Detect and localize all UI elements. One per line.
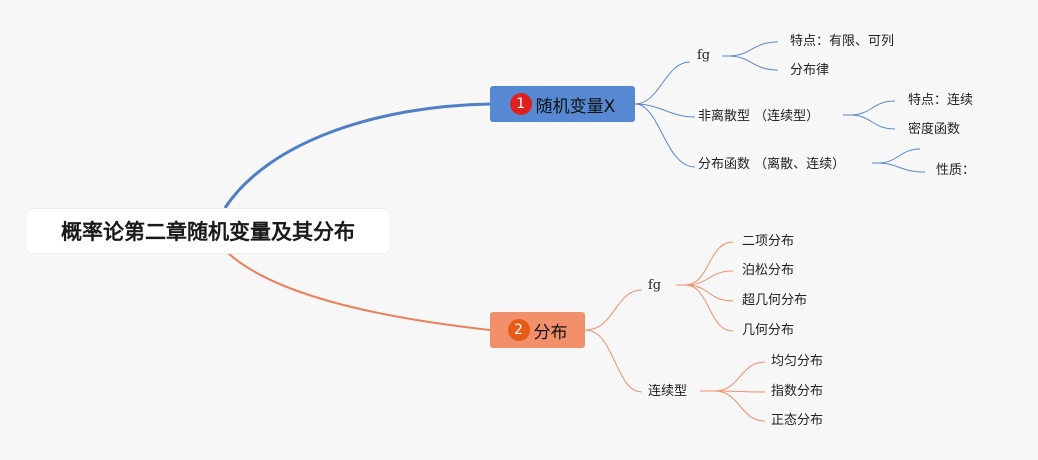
connector-b2-fg-c1 bbox=[684, 241, 734, 286]
branch-label: 随机变量X bbox=[535, 96, 616, 117]
connector-b1-fg-c2 bbox=[727, 55, 779, 71]
topic-b2-exponential[interactable]: 指数分布 bbox=[771, 384, 824, 399]
connector-b2-ct-c1 bbox=[714, 361, 766, 392]
topic-b2-geometric[interactable]: 几何分布 bbox=[742, 323, 795, 338]
connector-b1-nonDiscrete bbox=[634, 103, 696, 118]
connector-root-branch1 bbox=[223, 102, 491, 209]
connector-b1-nd-c2 bbox=[849, 114, 896, 130]
connector-b2-continuous bbox=[584, 329, 643, 393]
connector-b1-distfunc bbox=[634, 103, 696, 168]
connector-b2-ct-c3 bbox=[714, 390, 766, 422]
topic-b2-binomial[interactable]: 二项分布 bbox=[742, 234, 795, 249]
root-title: 概率论第二章随机变量及其分布 bbox=[61, 220, 355, 244]
connector-b2-fg bbox=[584, 289, 643, 331]
topic-b2-poisson[interactable]: 泊松分布 bbox=[742, 263, 795, 278]
connector-b2-fg-c3 bbox=[684, 284, 734, 302]
topic-b1-fg[interactable]: fg bbox=[697, 48, 711, 63]
connector-b1-df-c1 bbox=[877, 148, 921, 164]
connector-b1-df-c2 bbox=[877, 162, 926, 173]
topic-b1-distribution-function[interactable]: 分布函数 （离散、连续） bbox=[698, 157, 846, 172]
connector-b1-fg-c1 bbox=[727, 41, 779, 57]
topic-b2-fg[interactable]: fg bbox=[648, 278, 662, 293]
connector-b2-ct-c2 bbox=[714, 390, 766, 393]
topic-b2-uniform[interactable]: 均匀分布 bbox=[771, 354, 824, 369]
topic-b1-df-properties[interactable]: 性质： bbox=[936, 163, 976, 178]
branch-label: 分布 bbox=[533, 322, 568, 343]
branch-number-badge: 1 bbox=[509, 93, 532, 115]
topic-b2-hypergeometric[interactable]: 超几何分布 bbox=[742, 293, 808, 308]
topic-b1-non-discrete[interactable]: 非离散型 （连续型） bbox=[698, 109, 820, 124]
connector-root-branch2 bbox=[227, 252, 491, 331]
root-topic[interactable]: 概率论第二章随机变量及其分布 bbox=[26, 209, 390, 253]
topic-b1-nd-density[interactable]: 密度函数 bbox=[908, 122, 961, 137]
topic-b1-nd-feature[interactable]: 特点：连续 bbox=[908, 93, 974, 108]
branch-random-variable[interactable]: 1 随机变量X bbox=[490, 86, 635, 122]
topic-b1-fg-distribution-law[interactable]: 分布律 bbox=[790, 63, 830, 78]
topic-b2-continuous[interactable]: 连续型 bbox=[648, 384, 688, 399]
branch-number-badge: 2 bbox=[507, 319, 530, 341]
topic-b2-normal[interactable]: 正态分布 bbox=[771, 413, 824, 428]
connector-b2-fg-c2 bbox=[684, 270, 734, 286]
connector-b2-fg-c4 bbox=[684, 284, 734, 332]
topic-b1-fg-feature[interactable]: 特点：有限、可列 bbox=[790, 34, 895, 49]
branch-distribution[interactable]: 2 分布 bbox=[490, 312, 585, 348]
connector-b1-fg bbox=[634, 61, 691, 105]
connector-b1-nd-c1 bbox=[849, 100, 896, 116]
